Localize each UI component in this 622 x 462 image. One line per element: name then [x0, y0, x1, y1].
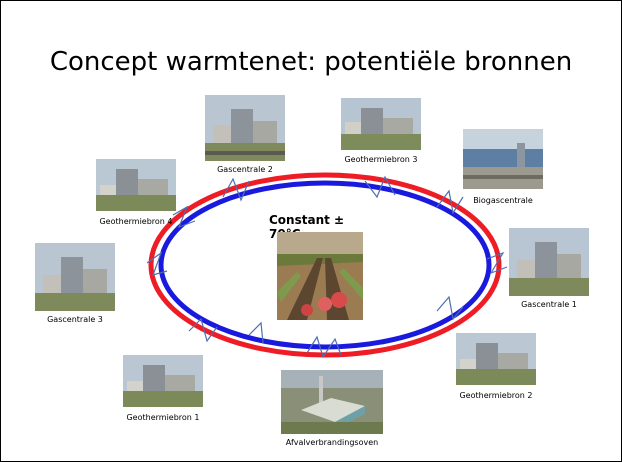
source-caption: Gascentrale 2 — [217, 165, 273, 174]
arrow-gascentrale-1 — [486, 251, 508, 275]
power-plant-photo — [35, 243, 115, 311]
source-caption: Geothermiebron 3 — [344, 155, 418, 164]
source-caption: Geothermiebron 4 — [99, 217, 173, 226]
arrow-gascentrale-3 — [146, 251, 168, 276]
source-geothermiebron-4: Geothermiebron 4 — [96, 159, 176, 226]
power-plant-photo — [341, 98, 421, 150]
arrow-gascentrale-2 — [222, 177, 250, 202]
source-gascentrale-1: Gascentrale 1 — [509, 228, 589, 309]
source-caption: Gascentrale 1 — [521, 300, 577, 309]
power-plant-photo — [281, 370, 383, 434]
arrow-ring-tick — [248, 321, 264, 344]
power-plant-photo — [509, 228, 589, 296]
slide-title: Concept warmtenet: potentiële bronnen — [49, 47, 573, 77]
power-plant-photo — [456, 333, 536, 385]
source-gascentrale-3: Gascentrale 3 — [35, 243, 115, 324]
arrow-geothermiebron-1 — [188, 317, 218, 343]
power-plant-photo — [96, 159, 176, 211]
source-caption: Afvalverbrandingsoven — [285, 438, 379, 447]
source-caption: Gascentrale 3 — [47, 315, 103, 324]
source-gascentrale-2: Gascentrale 2 — [205, 95, 285, 174]
arrow-afvalverbrandingsoven — [306, 335, 342, 359]
source-geothermiebron-2: Geothermiebron 2 — [456, 333, 536, 400]
arrow-geothermiebron-4 — [172, 205, 196, 229]
greenhouse-photo — [277, 232, 363, 320]
arrow-biogascentrale — [436, 189, 464, 215]
power-plant-photo — [123, 355, 203, 407]
source-caption: Biogascentrale — [473, 196, 533, 205]
source-caption: Geothermiebron 2 — [459, 391, 533, 400]
source-geothermiebron-3: Geothermiebron 3 — [341, 98, 421, 164]
power-plant-photo — [463, 129, 543, 189]
return-line-ring — [158, 180, 492, 350]
source-afvalverbrandingsoven: Afvalverbrandingsoven — [281, 370, 383, 447]
source-geothermiebron-1: Geothermiebron 1 — [123, 355, 203, 422]
power-plant-photo — [205, 95, 285, 161]
arrow-geothermiebron-3 — [364, 175, 396, 199]
connection-arrows — [146, 175, 508, 359]
source-biogascentrale: Biogascentrale — [463, 129, 543, 205]
arrow-geothermiebron-2 — [436, 295, 464, 321]
source-caption: Geothermiebron 1 — [126, 413, 200, 422]
